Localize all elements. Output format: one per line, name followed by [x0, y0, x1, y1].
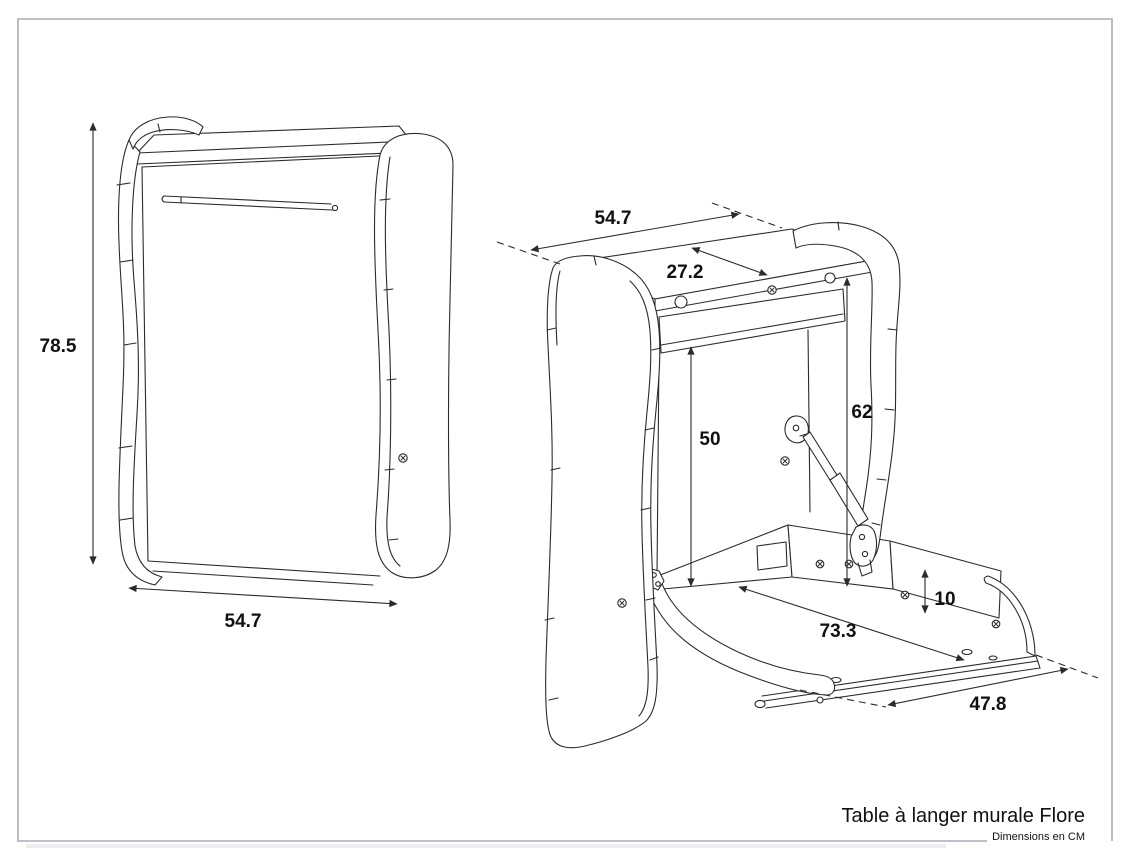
screw-icon: [767, 285, 777, 295]
screw-icon: [617, 598, 627, 608]
handle-bar: [161, 195, 339, 212]
dim-label-closed-width: 54.7: [225, 611, 262, 632]
dim-label-open-width: 54.7: [595, 208, 632, 229]
screw-icon: [780, 456, 790, 466]
dim-line-width: [128, 584, 398, 608]
dim-label-wall-height: 10: [934, 589, 955, 610]
closed-view: [116, 116, 454, 586]
units-note: Dimensions en CM: [992, 831, 1085, 843]
extension-line: [711, 202, 783, 229]
hinge-pin: [824, 272, 836, 284]
screw-icon: [398, 453, 408, 463]
hinge-pin: [674, 295, 688, 309]
dim-line-total-depth: [738, 585, 965, 662]
closed-view-dimensions: [89, 122, 398, 608]
latch-cutout: [756, 541, 788, 571]
gas-strut: [784, 415, 878, 577]
dim-label-under-shelf: 50: [699, 429, 720, 450]
open-view: [544, 221, 1041, 749]
dim-line-open-width: [530, 211, 740, 253]
dim-label-closed-height: 78.5: [40, 336, 77, 357]
dim-line-tray-width: [887, 666, 1069, 708]
dim-label-tray-width: 47.8: [970, 694, 1007, 715]
extension-line: [496, 241, 561, 265]
page-shadow: [26, 844, 946, 848]
dim-label-open-depth: 27.2: [667, 262, 704, 283]
open-view-dimensions: [496, 202, 1099, 708]
extension-line: [799, 689, 887, 708]
dim-line-open-depth: [691, 247, 768, 276]
extension-line: [1035, 654, 1099, 679]
sheet-frame: [17, 18, 1113, 848]
dim-label-total-depth: 73.3: [820, 621, 857, 642]
drawing-title: Table à langer murale Flore: [842, 805, 1085, 827]
dim-label-shelf-height: 62: [851, 402, 872, 423]
